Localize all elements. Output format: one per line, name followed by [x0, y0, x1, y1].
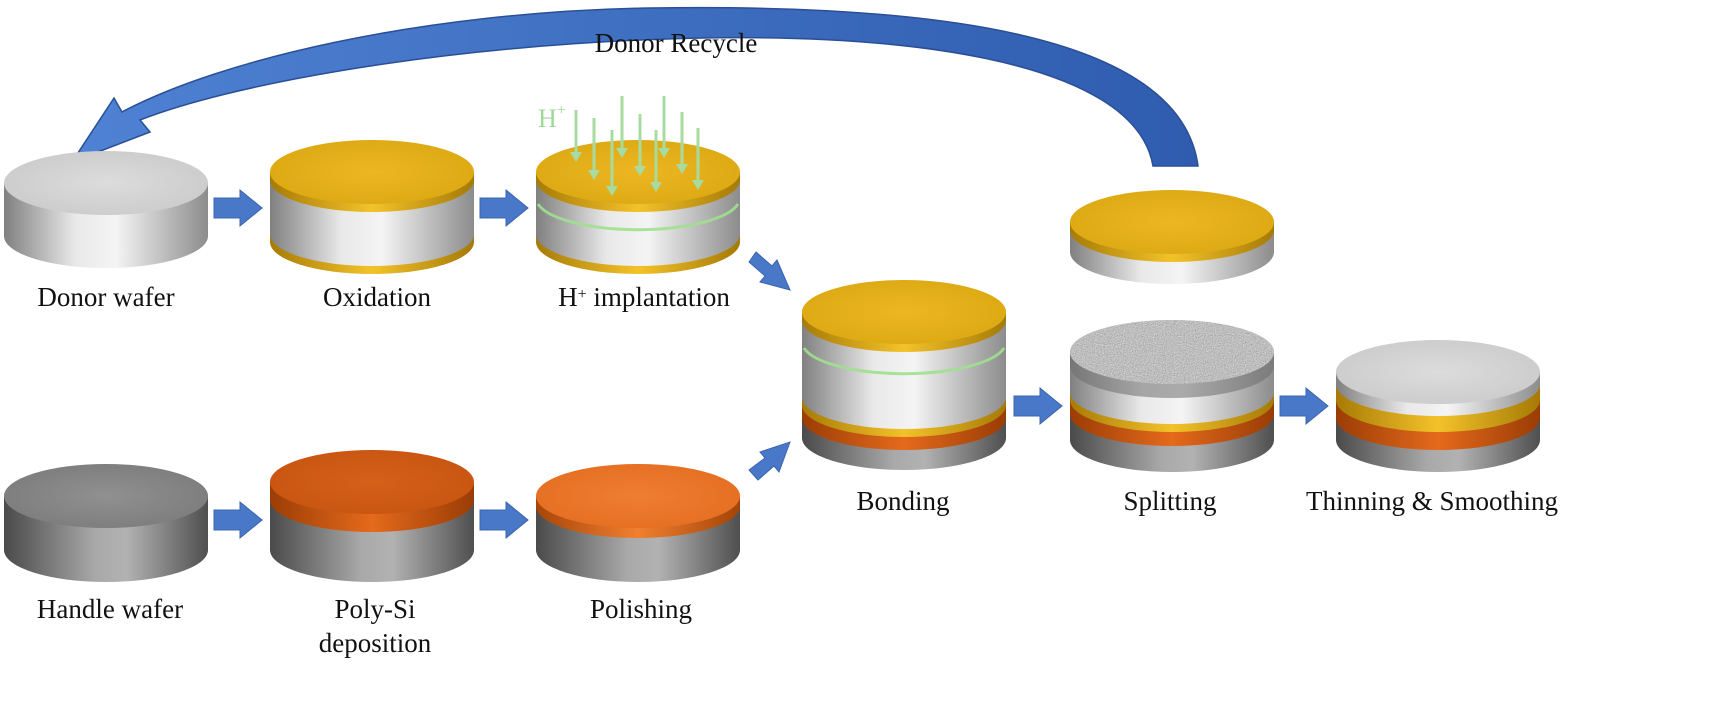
donor-recycle-arrow	[70, 6, 1199, 167]
arrow-splitting-to-thinning	[1279, 386, 1329, 426]
label-bonding: Bonding	[856, 486, 950, 516]
label-implantation: H+ implantation	[558, 280, 730, 314]
hydrogen-ion-label: H+	[538, 102, 566, 134]
hydrogen-ion-arrowhead	[692, 180, 704, 190]
polished-wafer	[536, 464, 740, 582]
hydrogen-ion-arrows	[570, 96, 704, 196]
arrow-polishing-to-bonding	[748, 441, 791, 481]
arrow-bonding-to-splitting	[1013, 386, 1063, 426]
label-polysi-deposition: Poly-Si deposition	[319, 592, 432, 660]
arrow-polysi-to-polishing	[479, 500, 529, 540]
donor-recycle-label: Donor Recycle	[594, 28, 758, 58]
label-splitting: Splitting	[1123, 486, 1217, 516]
label-thinning-smoothing: Thinning & Smoothing	[1305, 486, 1559, 516]
label-handle-wafer: Handle wafer	[36, 594, 184, 624]
split-stack	[1070, 320, 1274, 472]
hydrogen-ion-arrowhead	[676, 164, 688, 174]
implanted-wafer	[536, 140, 740, 274]
separated-donor-wafer	[1070, 190, 1274, 284]
hydrogen-ion-base: H	[538, 104, 557, 133]
hydrogen-ion-arrowhead	[616, 148, 628, 158]
arrow-handle-to-polysi	[213, 500, 263, 540]
label-polysi-line2: deposition	[318, 628, 432, 658]
hydrogen-ion-arrowhead	[570, 152, 582, 162]
label-donor-wafer: Donor wafer	[37, 282, 175, 312]
hydrogen-ion-arrowhead	[634, 166, 646, 176]
implantation-word: implantation	[586, 282, 730, 312]
hydrogen-ion-arrowhead	[588, 170, 600, 180]
polysi-deposited-wafer	[270, 450, 474, 582]
implantation-ion: H	[558, 282, 578, 312]
handle-wafer	[4, 464, 208, 582]
implantation-ion-charge: +	[577, 286, 587, 303]
hydrogen-ion-charge: +	[556, 102, 566, 119]
label-polishing: Polishing	[589, 594, 693, 624]
arrow-oxidation-to-implantation	[479, 188, 529, 228]
hydrogen-ion-arrowhead	[650, 182, 662, 192]
label-oxidation: Oxidation	[323, 282, 431, 312]
bonded-stack	[802, 280, 1006, 470]
hydrogen-ion-arrowhead	[658, 148, 670, 158]
oxidized-wafer	[270, 140, 474, 274]
final-soi-wafer	[1336, 340, 1540, 472]
donor-wafer	[4, 151, 208, 268]
label-polysi-line1: Poly-Si	[334, 594, 416, 624]
hydrogen-ion-arrowhead	[606, 186, 618, 196]
arrow-donor-to-oxidation	[213, 188, 263, 228]
arrow-implantation-to-bonding	[748, 251, 791, 291]
